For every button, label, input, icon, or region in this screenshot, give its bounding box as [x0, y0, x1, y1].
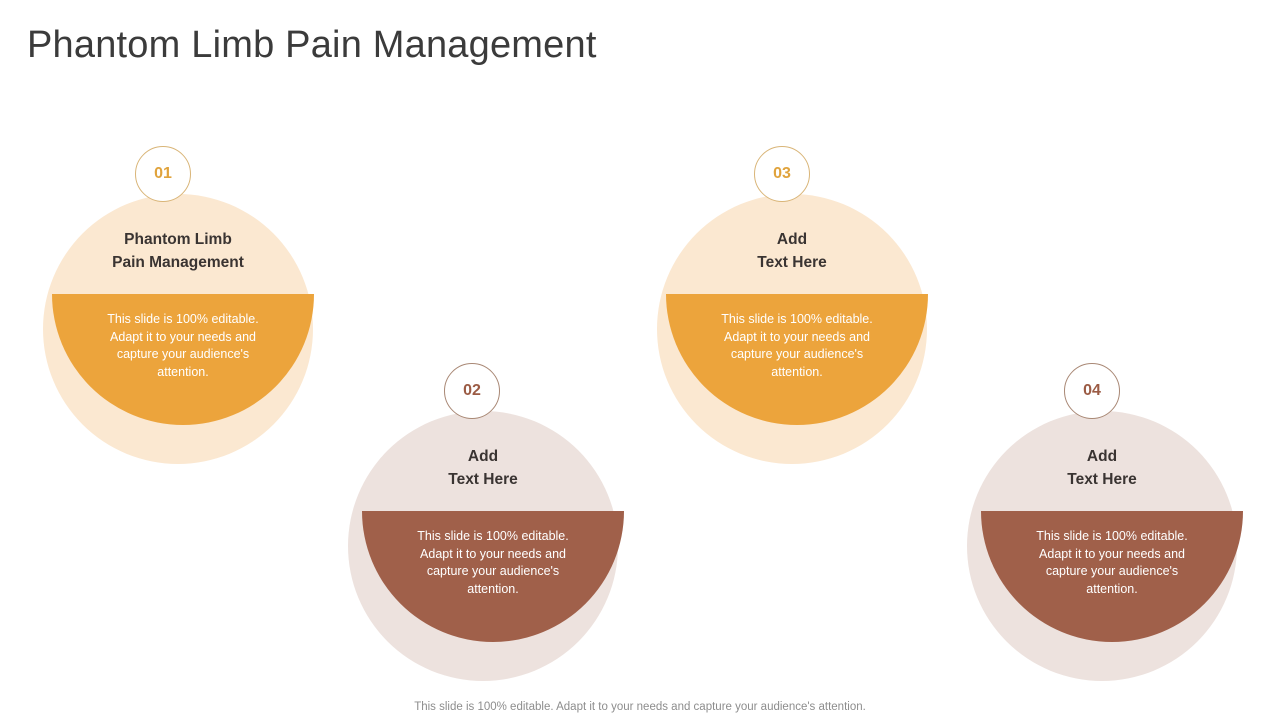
info-circle-03[interactable]: This slide is 100% editable. Adapt it to… [657, 146, 937, 464]
heading-01: Phantom Limb Pain Management [112, 231, 244, 271]
body-text-04: This slide is 100% editable. Adapt it to… [1036, 529, 1188, 596]
semicircle-inner-04: This slide is 100% editable. Adapt it to… [981, 511, 1243, 642]
number-badge-04[interactable]: 04 [1064, 363, 1120, 419]
semicircle-body-02: This slide is 100% editable. Adapt it to… [362, 511, 624, 642]
semicircle-inner-02: This slide is 100% editable. Adapt it to… [362, 511, 624, 642]
info-circle-02[interactable]: This slide is 100% editable. Adapt it to… [348, 363, 628, 681]
heading-03: Add Text Here [757, 231, 827, 271]
semicircle-body-03: This slide is 100% editable. Adapt it to… [666, 294, 928, 425]
info-circle-01[interactable]: This slide is 100% editable. Adapt it to… [43, 146, 323, 464]
semicircle-body-01: This slide is 100% editable. Adapt it to… [52, 294, 314, 425]
number-badge-03[interactable]: 03 [754, 146, 810, 202]
number-badge-02[interactable]: 02 [444, 363, 500, 419]
semicircle-inner-03: This slide is 100% editable. Adapt it to… [666, 294, 928, 425]
body-text-01: This slide is 100% editable. Adapt it to… [107, 312, 259, 379]
semicircle-body-04: This slide is 100% editable. Adapt it to… [981, 511, 1243, 642]
heading-02: Add Text Here [448, 448, 518, 488]
number-badge-01[interactable]: 01 [135, 146, 191, 202]
footer-note: This slide is 100% editable. Adapt it to… [414, 701, 866, 713]
info-circle-04[interactable]: This slide is 100% editable. Adapt it to… [967, 363, 1247, 681]
body-text-03: This slide is 100% editable. Adapt it to… [721, 312, 873, 379]
body-text-02: This slide is 100% editable. Adapt it to… [417, 529, 569, 596]
page-title: Phantom Limb Pain Management [27, 24, 597, 66]
semicircle-inner-01: This slide is 100% editable. Adapt it to… [52, 294, 314, 425]
heading-04: Add Text Here [1067, 448, 1137, 488]
